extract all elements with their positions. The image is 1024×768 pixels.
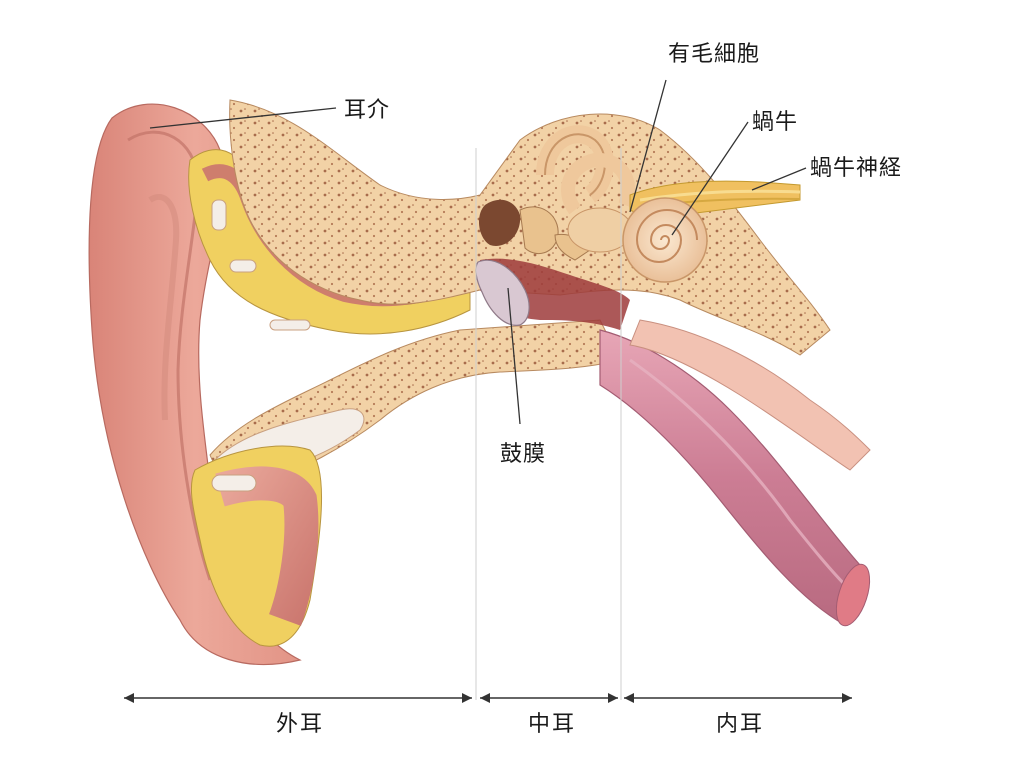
leader-lines xyxy=(149,79,807,425)
cochlea-leader xyxy=(671,121,749,236)
eardrum-membrane xyxy=(475,259,530,326)
outer-ear-label: 外耳 xyxy=(275,712,325,737)
middle-ear-label: 中耳 xyxy=(527,712,577,737)
cochlea-label: 蝸牛 xyxy=(752,110,799,135)
eardrum-label: 鼓膜 xyxy=(500,442,547,467)
cochlea-spiral xyxy=(622,197,708,283)
cochlear-nerve-leader xyxy=(751,167,807,191)
semicircular-canals xyxy=(536,125,636,253)
hair-cells-label: 有毛細胞 xyxy=(668,42,761,67)
eardrum-leader xyxy=(507,287,521,425)
section-dividers xyxy=(475,148,622,700)
lower-cartilage xyxy=(190,445,322,647)
inner-ear-label: 内耳 xyxy=(715,712,765,737)
section-arrows xyxy=(124,693,852,703)
pinna-leader xyxy=(149,107,337,129)
middle-ear-cavity xyxy=(475,199,630,330)
hair-cells-leader xyxy=(629,79,667,213)
eustachian-tube xyxy=(599,319,871,627)
cochlear-nerve-label: 蝸牛神経 xyxy=(810,156,903,181)
pinna-label: 耳介 xyxy=(344,98,391,123)
